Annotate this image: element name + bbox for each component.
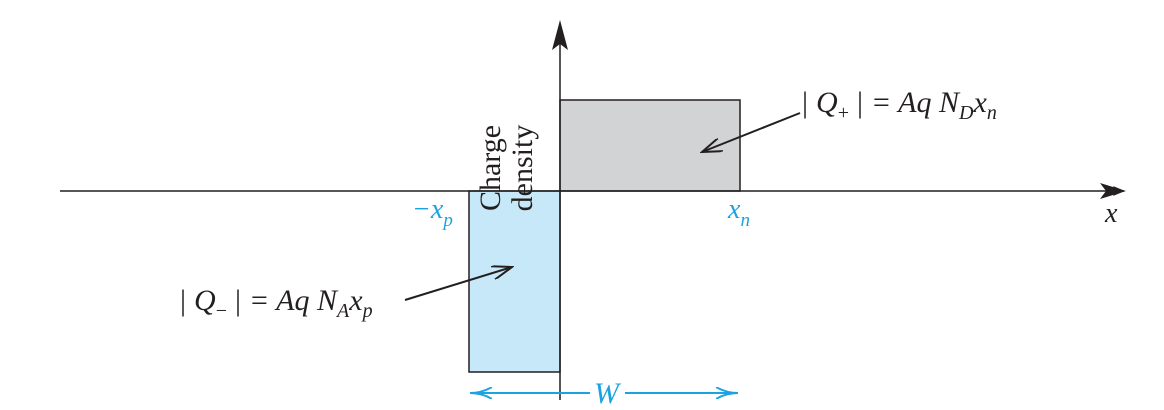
y-axis-label: Charge density <box>474 125 539 212</box>
neg-xp-label: −xp <box>412 194 453 231</box>
q-minus-equation: |Q−|= Aq NAxp <box>180 284 373 322</box>
q-plus-equation: |Q+|= Aq NDxn <box>802 86 997 124</box>
q-minus-pointer-arrow <box>404 267 512 301</box>
x-axis-label: x <box>1104 198 1118 229</box>
y-axis-label-line2: density <box>506 125 539 212</box>
width-label: W <box>594 377 622 410</box>
y-axis-label-line1: Charge <box>474 125 507 211</box>
y-axis-arrowhead <box>552 20 568 50</box>
x-axis-arrowhead <box>1100 183 1126 199</box>
positive-charge-region <box>559 99 741 192</box>
q-plus-pointer-arrow <box>702 112 801 152</box>
xn-label: xn <box>727 194 750 231</box>
negative-charge-region <box>468 190 561 373</box>
